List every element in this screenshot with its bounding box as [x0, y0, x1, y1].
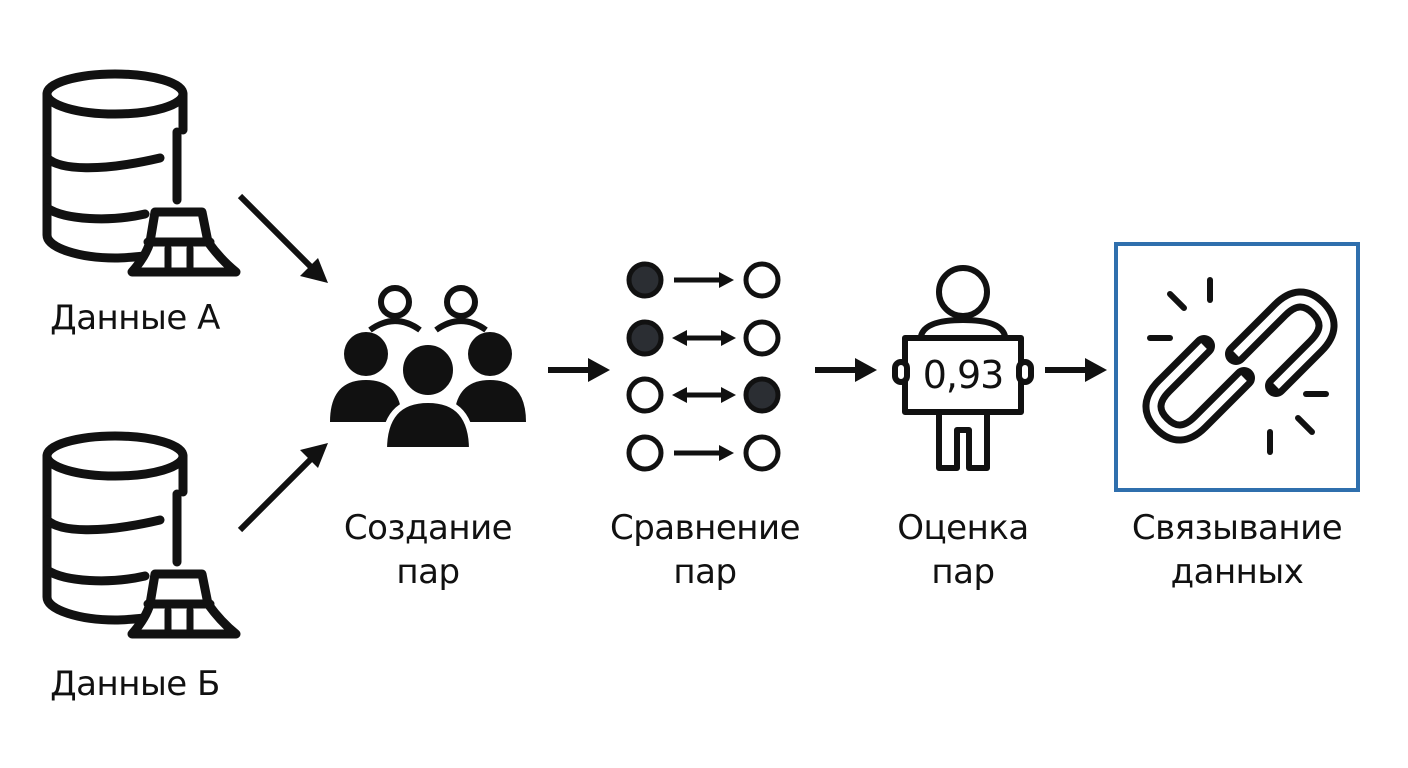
database-broom-icon — [42, 69, 241, 277]
linkage-highlight-frame — [1114, 242, 1360, 492]
source-a-label: Данные А — [50, 298, 220, 338]
arrow-pairing-to-comparison — [548, 358, 610, 382]
break-sparks — [1147, 277, 1329, 455]
people-group-icon — [330, 285, 526, 453]
comparison-step — [622, 258, 790, 480]
scoring-label: Оценка пар — [897, 508, 1029, 592]
source-a — [40, 69, 250, 280]
score-value: 0,93 — [922, 353, 1005, 397]
empty-dot — [626, 434, 664, 472]
comparison-label: Сравнение пар — [609, 508, 801, 592]
linkage-label: Связывание данных — [1131, 508, 1343, 592]
arrow-source-b-to-pairing — [237, 443, 328, 533]
empty-dot — [743, 434, 781, 472]
pairing-label: Создание пар — [343, 508, 513, 592]
filled-dot — [626, 319, 664, 357]
empty-dot — [626, 376, 664, 414]
chain-link-icon — [1142, 277, 1338, 455]
filled-dot — [626, 261, 664, 299]
scoring-step: 0,93 — [892, 262, 1034, 474]
arrow-source-a-to-pairing — [237, 193, 328, 283]
source-b — [40, 431, 250, 642]
filled-dot — [743, 376, 781, 414]
source-b-label: Данные Б — [50, 664, 220, 704]
compare-pairs-icon — [626, 261, 781, 472]
empty-dot — [743, 319, 781, 357]
person-holding-score-icon — [892, 265, 1034, 471]
linkage-step — [1140, 272, 1340, 462]
empty-dot — [743, 261, 781, 299]
database-broom-icon — [42, 431, 241, 639]
pairing-step — [328, 282, 528, 453]
arrow-scoring-to-linkage — [1045, 358, 1107, 382]
arrow-comparison-to-scoring — [815, 358, 877, 382]
